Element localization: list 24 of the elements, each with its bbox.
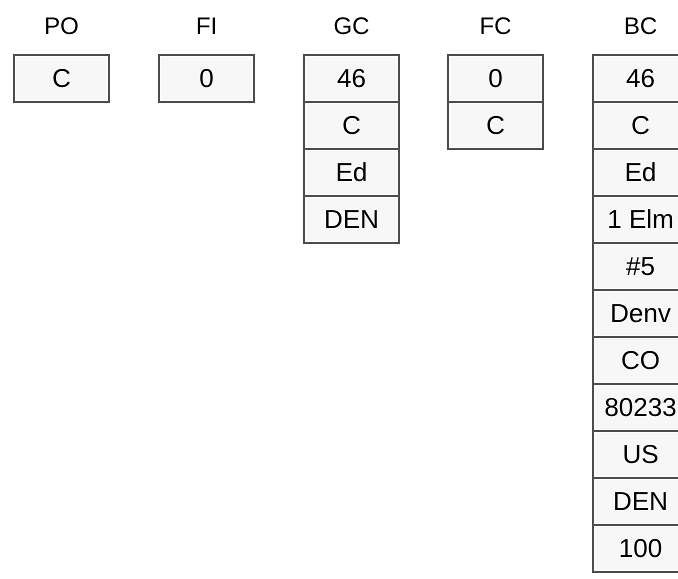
- record-field: 80233: [592, 383, 678, 432]
- record-field: Ed: [303, 148, 400, 197]
- record-field: C: [447, 101, 544, 150]
- record-field: C: [13, 54, 110, 103]
- column-heading: GC: [334, 15, 370, 39]
- record-field: 1 Elm: [592, 195, 678, 244]
- column-heading: FC: [480, 15, 512, 39]
- record-field: CO: [592, 336, 678, 385]
- record-field: 46: [303, 54, 400, 103]
- record-field: C: [303, 101, 400, 150]
- record-field: 0: [447, 54, 544, 103]
- record-field: DEN: [592, 477, 678, 526]
- column-heading: BC: [624, 15, 658, 39]
- record-field: Ed: [592, 148, 678, 197]
- record-field: C: [592, 101, 678, 150]
- record-field: US: [592, 430, 678, 479]
- record-field: Denv: [592, 289, 678, 338]
- record-field: #5: [592, 242, 678, 291]
- record-field: DEN: [303, 195, 400, 244]
- column-heading: PO: [44, 15, 79, 39]
- record-field: 0: [158, 54, 255, 103]
- column-heading: FI: [196, 15, 218, 39]
- record-field: 100: [592, 524, 678, 573]
- record-field: 46: [592, 54, 678, 103]
